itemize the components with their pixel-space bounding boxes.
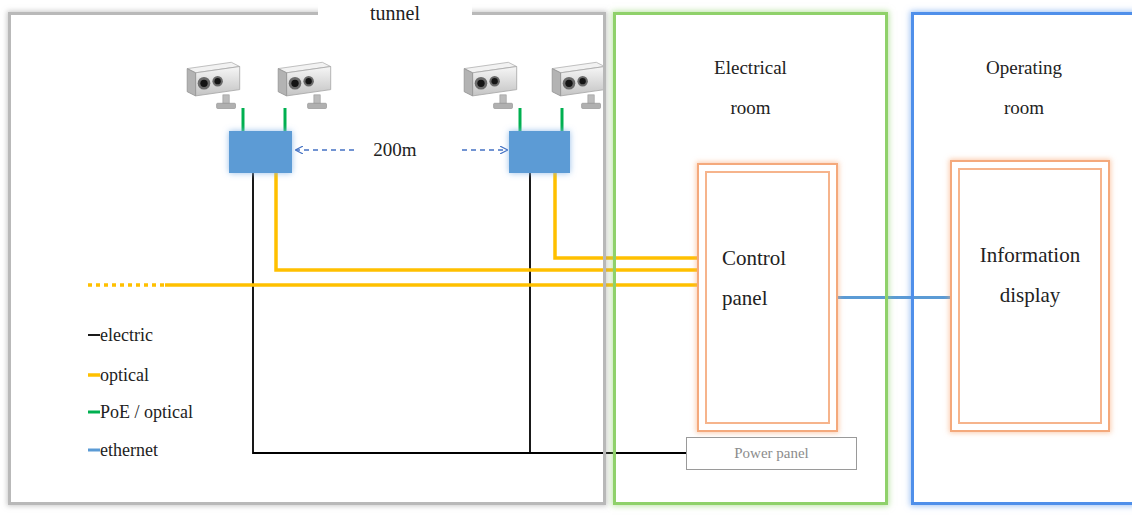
legend-sample: [86, 323, 100, 347]
camera-icon: [278, 62, 331, 108]
legend-line-sample: [88, 411, 100, 414]
electric-wire: [529, 173, 531, 453]
dimension-arrow: [462, 149, 507, 151]
legend-text: electric: [100, 323, 153, 347]
box-label: Operating room: [974, 48, 1074, 128]
region-heading: tunnel: [318, 0, 472, 26]
legend-line-sample: [88, 449, 100, 452]
legend-sample: [86, 363, 100, 387]
poe-wire: [519, 108, 522, 131]
legend-line-sample: [88, 373, 100, 377]
legend-item: electric: [86, 323, 153, 347]
camera-icon: [187, 62, 240, 108]
panel-box: Power panel: [686, 437, 857, 470]
poe-wire: [561, 108, 564, 131]
box-label: Power panel: [693, 438, 850, 469]
room-region: Information display Operating room: [911, 12, 1132, 505]
switch-box: [509, 131, 570, 173]
dimension-label: 200m: [371, 139, 418, 160]
legend-sample: [86, 438, 100, 462]
room-region: Control panelPower panel Electrical room: [613, 12, 888, 505]
legend-text: PoE / optical: [100, 400, 193, 424]
legend-sample: [86, 400, 100, 424]
camera-icon: [552, 62, 605, 108]
optical-wire: [555, 173, 697, 258]
panel-box: Control panel: [697, 163, 838, 432]
legend-text: ethernet: [100, 438, 158, 462]
label-holder: 200m: [371, 138, 418, 162]
display-box: Information display: [950, 160, 1110, 432]
optical-wire: [276, 173, 697, 270]
poe-wire: [284, 108, 287, 131]
ethernet-connector: [838, 296, 950, 299]
camera-icon: [464, 62, 517, 108]
legend-item: optical: [86, 363, 149, 387]
optical-wire: [165, 283, 697, 287]
box-label: Information display: [962, 235, 1098, 315]
dimension-arrow: [296, 149, 354, 151]
legend-text: optical: [100, 363, 149, 387]
legend-line-sample: [88, 334, 100, 336]
box-label: Electrical room: [701, 48, 801, 128]
legend-item: ethernet: [86, 438, 158, 462]
legend-item: PoE / optical: [86, 400, 193, 424]
electric-wire: [253, 173, 686, 453]
optical-wire-dotted: [88, 283, 165, 287]
poe-wire: [242, 108, 245, 131]
box-label: Control panel: [722, 238, 817, 318]
switch-box: [229, 131, 292, 173]
tunnel-region: tunnel: [8, 12, 606, 505]
